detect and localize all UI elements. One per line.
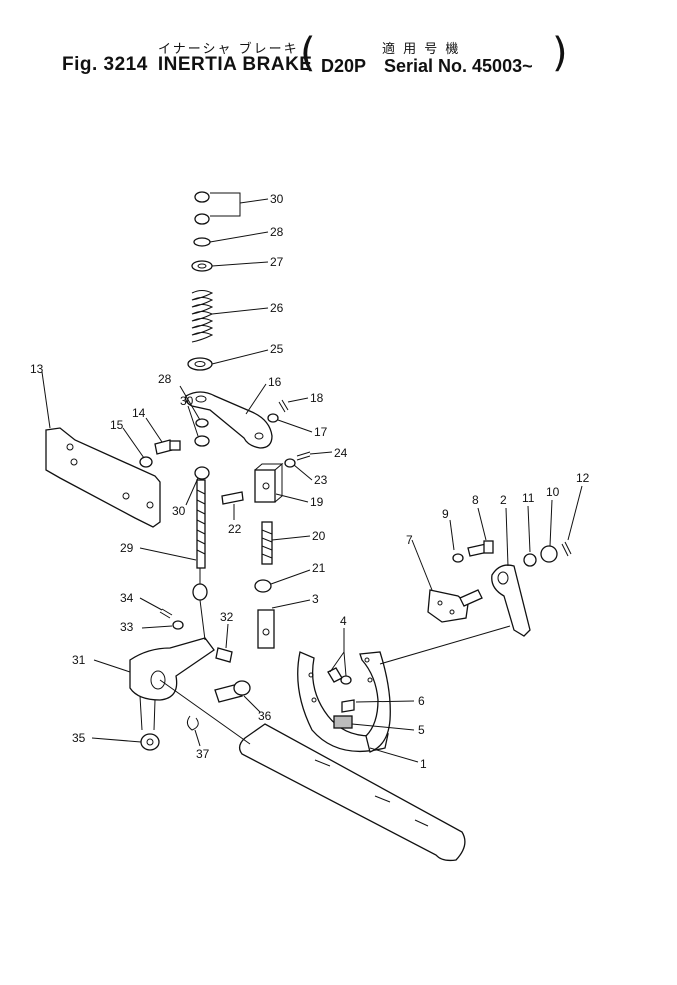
spring-26 (191, 290, 214, 343)
callout-36: 36 (258, 709, 272, 723)
callout-35: 35 (72, 731, 86, 745)
callout-10: 10 (546, 485, 560, 499)
model-code: D20P (321, 56, 367, 76)
callout-21: 21 (312, 561, 326, 575)
callout-15: 15 (110, 418, 124, 432)
callout-30-top: 30 (270, 192, 284, 206)
callout-34: 34 (120, 591, 134, 605)
callout-14: 14 (132, 406, 146, 420)
model-label-japanese: 適 用 号 機 (382, 42, 461, 57)
callout-25: 25 (270, 342, 284, 356)
paren-open: ( (300, 30, 316, 76)
callout-9: 9 (442, 507, 449, 521)
paren-close: ) (552, 30, 568, 76)
callout-28-top: 28 (270, 225, 284, 239)
callout-13: 13 (30, 362, 44, 376)
callout-28-mid: 28 (158, 372, 172, 386)
callout-7: 7 (406, 533, 413, 547)
figure-name: INERTIA BRAKE (157, 54, 313, 75)
callout-33: 33 (120, 620, 134, 634)
callout-27: 27 (270, 255, 284, 269)
leader-lines (41, 198, 583, 763)
callout-12: 12 (576, 471, 590, 485)
title-japanese: イナーシャ ブレーキ (158, 42, 299, 57)
callout-6: 6 (418, 694, 425, 708)
callout-30-low: 30 (172, 504, 186, 518)
callout-2: 2 (500, 493, 507, 507)
callout-11: 11 (522, 491, 535, 505)
figure-number: Fig. 3214 (62, 54, 148, 75)
callout-19: 19 (310, 495, 324, 509)
callout-30-mid: 30 (180, 394, 194, 408)
callout-32: 32 (220, 610, 234, 624)
callout-1: 1 (420, 757, 427, 771)
figure-title: Fig. 3214 INERTIA BRAKE (62, 54, 322, 76)
callout-8: 8 (472, 493, 479, 507)
callout-labels: 30 28 27 26 25 16 18 17 28 30 14 15 13 2… (30, 192, 590, 771)
callout-18: 18 (310, 391, 324, 405)
callout-20: 20 (312, 529, 326, 543)
callout-31: 31 (72, 653, 86, 667)
callout-5: 5 (418, 723, 425, 737)
part-shapes (45, 191, 572, 862)
callout-37: 37 (196, 747, 210, 761)
figure-header: イナーシャ ブレーキ 適 用 号 機 Fig. 3214 INERTIA BRAK… (0, 0, 677, 90)
callout-26: 26 (270, 301, 284, 315)
callout-23: 23 (314, 473, 328, 487)
serial-number: Serial No. 45003~ (384, 56, 533, 76)
callout-4: 4 (340, 614, 347, 628)
callout-3: 3 (312, 592, 319, 606)
callout-16: 16 (268, 375, 282, 389)
callout-17: 17 (314, 425, 328, 439)
callout-22: 22 (228, 522, 242, 536)
callout-24: 24 (334, 446, 348, 460)
callout-29: 29 (120, 541, 134, 555)
